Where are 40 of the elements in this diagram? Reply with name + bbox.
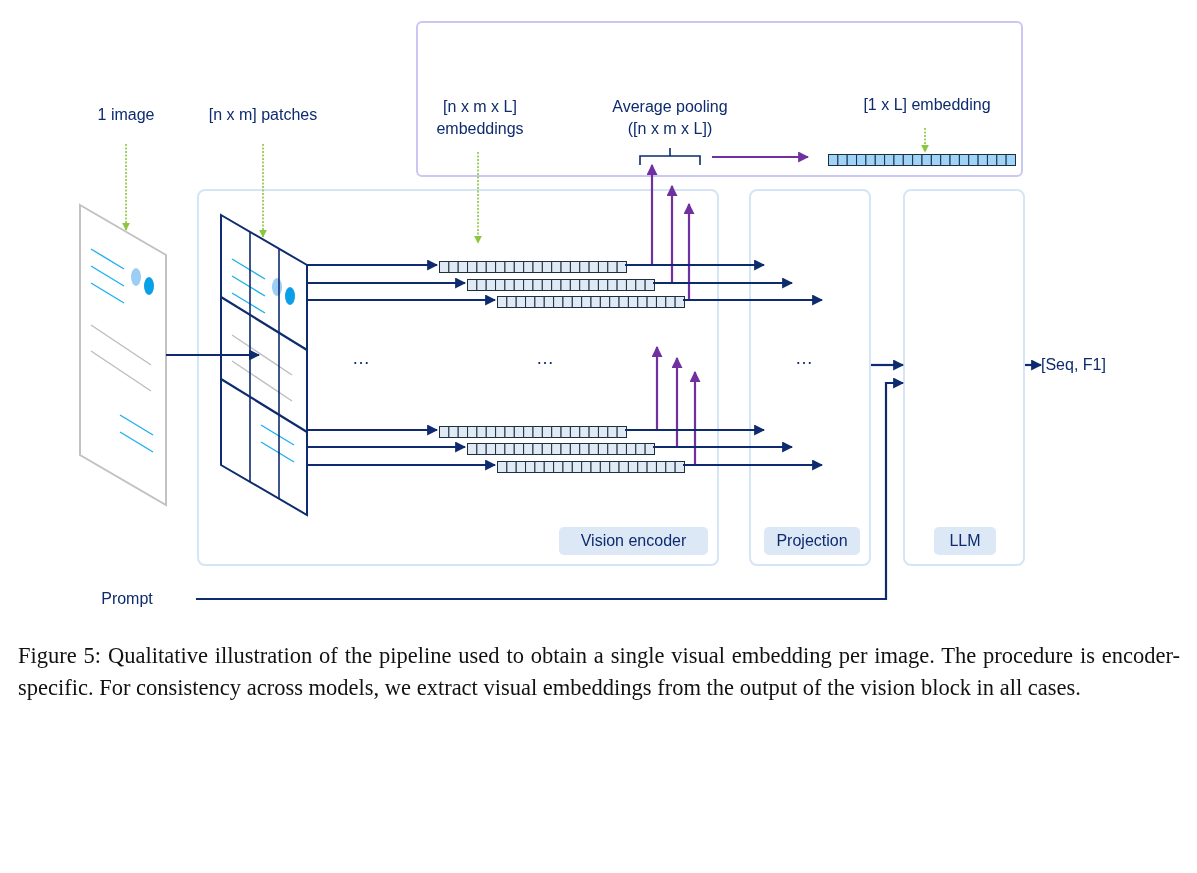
annotation-label: Average pooling ([n x m x L]) — [611, 97, 729, 139]
caption-text: Figure 5: Qualitative illustration of the pipeline used to obtain a single visual embedding per image. The procedure is encoder-specific. For consistency across models, we extract visual embeddings from the output of the vision block in all cases. — [18, 642, 1180, 702]
ellipsis-label: … — [795, 348, 815, 369]
arrow — [307, 459, 497, 471]
arrow — [683, 459, 824, 471]
leader-line — [259, 143, 267, 238]
panel-title: LLM — [934, 527, 996, 555]
arrow — [307, 277, 467, 289]
arrow — [683, 294, 824, 306]
annotation-label: 1 image — [96, 105, 156, 125]
arrow — [307, 294, 497, 306]
arrow — [653, 441, 794, 453]
input-label: Prompt — [100, 589, 154, 609]
arrow — [307, 441, 467, 453]
arrow — [683, 202, 695, 302]
ellipsis-label: … — [352, 348, 372, 369]
annotation-label: [1 x L] embedding — [862, 95, 992, 115]
annotation-label: [n x m] patches — [207, 105, 319, 125]
arrow — [712, 151, 810, 163]
panel-title: Projection — [764, 527, 860, 555]
arrow — [196, 377, 905, 601]
panel-title: Vision encoder — [559, 527, 708, 555]
llm-panel — [903, 189, 1025, 566]
arrow — [307, 424, 439, 436]
arrow — [307, 259, 439, 271]
arrow — [653, 277, 794, 289]
arrow — [166, 349, 261, 361]
output-label: [Seq, F1] — [1041, 355, 1107, 375]
arrow — [625, 424, 766, 436]
leader-line — [921, 127, 929, 153]
leader-line — [474, 151, 482, 244]
arrow — [625, 259, 766, 271]
vision-encoder-panel — [197, 189, 719, 566]
leader-line — [122, 143, 130, 231]
projection-panel — [749, 189, 871, 566]
annotation-label: [n x m x L] embeddings — [435, 97, 525, 139]
ellipsis-label: … — [536, 348, 556, 369]
pooling-panel — [416, 21, 1023, 177]
arrow — [871, 359, 905, 371]
arrow — [1025, 359, 1043, 371]
